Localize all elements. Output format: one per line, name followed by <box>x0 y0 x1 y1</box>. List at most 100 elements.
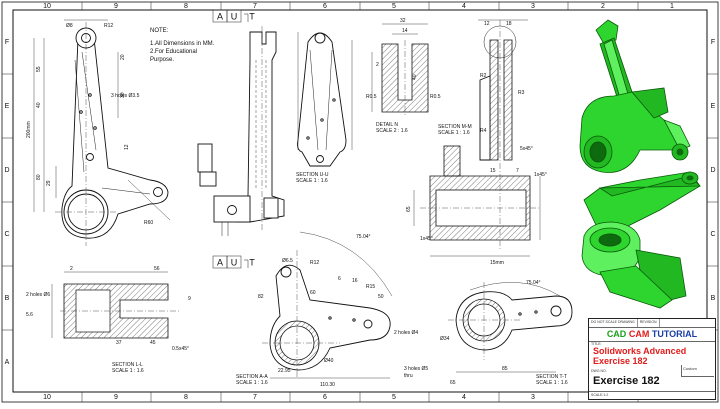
section-scale: SCALE 1 : 1.6 <box>296 178 328 184</box>
dim-label: Ø6.5 <box>282 258 293 264</box>
row-label: B <box>711 295 716 302</box>
aut-letter: A <box>217 12 223 22</box>
column-labels-bottom: 10 9 8 7 6 5 4 3 <box>43 394 535 401</box>
col-label: 8 <box>184 3 188 10</box>
row-label: E <box>5 103 10 110</box>
zone-ticks <box>2 2 718 402</box>
dim-label: 18 <box>506 21 512 27</box>
dim-label: 40 <box>412 74 418 80</box>
dim-label: 7 <box>516 168 519 174</box>
col-label: 4 <box>462 394 466 401</box>
dim-label: 65 <box>406 206 412 212</box>
dim-label: 6 <box>338 276 341 282</box>
row-label: A <box>5 359 10 366</box>
dim-label: 2 holes Ø4 <box>394 330 418 336</box>
note-line: Purpose. <box>150 57 174 63</box>
section-tt-view: 75.04° 85 Ø34 3 holes Ø5 thru 65 SECTION… <box>404 280 573 386</box>
front-view-lever: Ø8 R12 55 20 40 30 200mm 80 3 holes Ø3.5… <box>26 19 171 246</box>
section-label: SECTION T-T <box>536 374 567 380</box>
section-label: SECTION L-L <box>112 362 143 368</box>
col-label: 6 <box>323 394 327 401</box>
col-label: 5 <box>392 394 396 401</box>
section-label: SECTION U-U <box>296 172 329 178</box>
section-uu-view: SECTION U-U SCALE 1 : 1.6 <box>296 32 353 184</box>
aut-label-middle: A U T <box>212 255 255 269</box>
section-label: SECTION M-M <box>438 124 472 130</box>
col-label: 10 <box>43 394 51 401</box>
dim-label: 5x45° <box>520 146 533 152</box>
dim-label: 2 holes Ø6 <box>26 292 50 298</box>
meta-cell: REVISION <box>638 319 660 327</box>
section-scale: SCALE 1 : 1.6 <box>438 130 470 136</box>
scale-cell: SCALE:1:2 <box>589 391 715 399</box>
title-block-meta: DO NOT SCALE DRAWING REVISION <box>589 319 715 328</box>
brand-cam: CAM <box>628 329 650 339</box>
model-render-top <box>579 19 691 173</box>
dim-label: 32 <box>400 18 406 24</box>
section-label: DETAIL N <box>376 122 398 128</box>
dim-label: 12 <box>124 144 130 150</box>
dim-label: 60 <box>310 290 316 296</box>
dim-label: 14 <box>402 28 408 34</box>
brand-logo: CAD CAM TUTORIAL <box>589 327 715 342</box>
col-label: 7 <box>253 3 257 10</box>
row-label: D <box>710 167 715 174</box>
dim-label: Ø8 <box>66 23 73 29</box>
model-render-bottom <box>581 171 701 309</box>
section-scale: SCALE 1 : 1.6 <box>236 380 268 386</box>
dim-label: R0.5 <box>430 94 441 100</box>
row-label: F <box>711 39 715 46</box>
col-label: 9 <box>114 3 118 10</box>
title-block: DO NOT SCALE DRAWING REVISION CAD CAM TU… <box>588 318 716 400</box>
dim-label: 1x45° <box>420 236 433 242</box>
dim-label: 16 <box>352 278 358 284</box>
drawing-number: Exercise 182 <box>593 375 660 387</box>
aut-label-top: A U T <box>212 9 255 23</box>
detail-n-view: 32 14 2 40 R0.5 R0.5 DETAIL N SCALE 2 : … <box>366 18 441 134</box>
col-label: 7 <box>253 394 257 401</box>
dim-label: 65 <box>450 380 456 386</box>
dim-label: 29 <box>46 180 52 186</box>
dim-label: Ø40 <box>324 358 334 364</box>
aut-letter: U <box>231 12 238 22</box>
dim-label: 3 holes Ø5 <box>404 366 428 372</box>
col-label: 6 <box>323 3 327 10</box>
section-aa-view: 75.04° 82 60 R12 Ø6.5 6 16 R15 50 Ø40 2 … <box>236 231 418 388</box>
note-line: 2.For Educational <box>150 49 197 55</box>
dim-label: 3 holes Ø3.5 <box>111 93 140 99</box>
section-label: SECTION A-A <box>236 374 268 380</box>
brand-cad: CAD <box>606 329 627 339</box>
dim-label: 15 <box>490 168 496 174</box>
section-scale: SCALE 1 : 1.6 <box>112 368 144 374</box>
dim-label: 75.04° <box>526 280 541 286</box>
dim-label: 40 <box>36 102 42 108</box>
col-label: 8 <box>184 394 188 401</box>
col-label: 2 <box>601 3 605 10</box>
column-labels-top: 10 9 8 7 6 5 4 3 2 1 <box>43 3 674 10</box>
dim-label: R12 <box>310 260 319 266</box>
dim-label: 5.6 <box>26 312 33 318</box>
dim-label: 80 <box>36 174 42 180</box>
col-label: 1 <box>670 3 674 10</box>
section-mm-view: 12 18 R2 R3 R4 15 7 1x45° 1x45° 5x45° 15… <box>406 19 547 266</box>
dim-label: R12 <box>104 23 113 29</box>
dim-label: 12 <box>484 21 490 27</box>
dim-label: R15 <box>366 284 375 290</box>
dim-label: 45 <box>150 340 156 346</box>
dim-label: R4 <box>480 128 487 134</box>
dim-label: 200mm <box>26 121 32 138</box>
dim-label: 50 <box>378 294 384 300</box>
title-label: TITLE: <box>591 342 602 346</box>
dim-label: 20 <box>120 54 126 60</box>
col-label: 3 <box>531 394 535 401</box>
dim-label: 0.5x45° <box>172 346 189 352</box>
aut-letter: T <box>249 258 255 268</box>
row-label: C <box>710 231 715 238</box>
dim-label: 2 <box>376 62 379 68</box>
section-scale: SCALE 1 : 1.6 <box>536 380 568 386</box>
row-label: E <box>711 103 716 110</box>
dim-label: 110.30 <box>320 382 335 388</box>
row-label: C <box>4 231 9 238</box>
